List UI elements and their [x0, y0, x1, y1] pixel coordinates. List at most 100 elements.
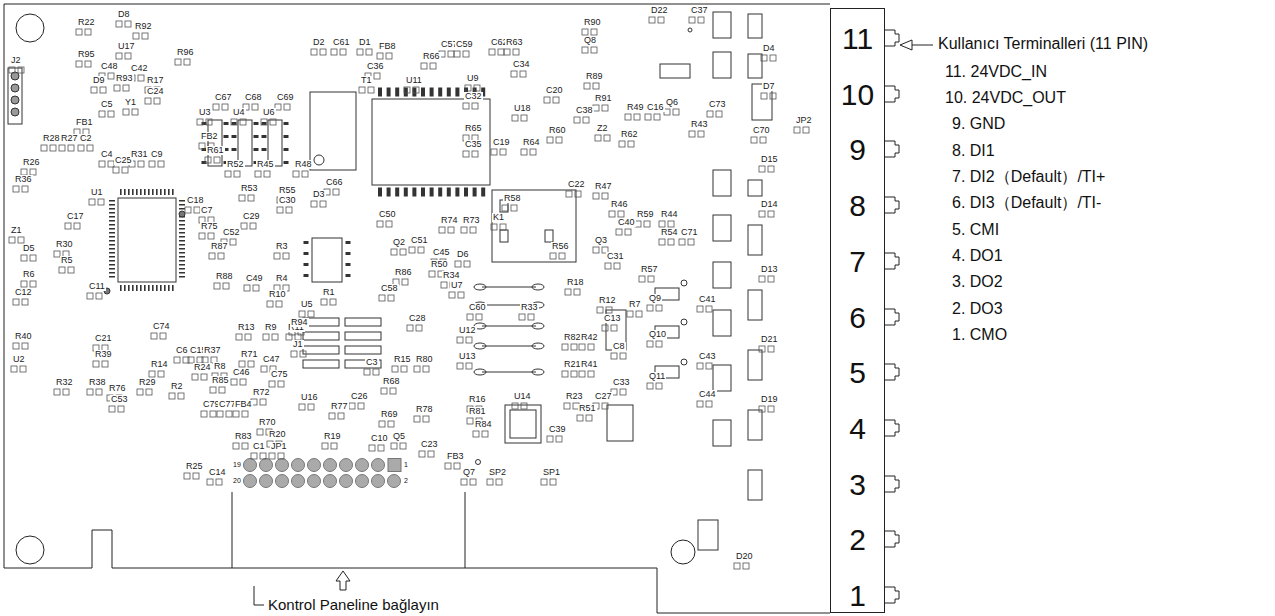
solder-pad: [574, 117, 580, 123]
solder-pad: [217, 411, 223, 417]
solder-pad: [457, 363, 463, 369]
component-ref: R56: [551, 242, 570, 251]
terminal-legend-text: 6. DI3（Default）/TI-: [952, 195, 1101, 211]
solder-pad: [369, 445, 375, 451]
solder-pad: [401, 366, 407, 372]
solder-pad: [611, 353, 617, 359]
component-ref: C75: [270, 370, 289, 379]
component-ref: R44: [660, 210, 679, 219]
pin-number: 4: [831, 412, 884, 446]
solder-pad: [373, 369, 379, 375]
solder-pad: [392, 366, 398, 372]
component-ref: U6: [262, 108, 276, 117]
component-ref: C59: [455, 40, 474, 49]
pcb-circle: [11, 84, 19, 92]
component-ref: D3: [312, 190, 326, 199]
solder-pad: [236, 334, 242, 340]
solder-pad: [445, 463, 451, 469]
component-ref: U9: [466, 74, 480, 83]
solder-pad: [113, 167, 119, 173]
component-ref: D9: [92, 76, 106, 85]
component-ref: R80: [415, 355, 434, 364]
solder-pad: [9, 237, 15, 243]
solder-pad: [628, 141, 634, 147]
component-ref: R96: [176, 48, 195, 57]
component-ref: R93: [115, 74, 134, 83]
solder-pad: [160, 333, 166, 339]
component-ref: R60: [548, 126, 567, 135]
component-ref: R65: [464, 124, 483, 133]
terminal-block: 1110987654321: [830, 8, 885, 613]
component-ref: C13: [603, 314, 622, 323]
solder-pad: [794, 127, 800, 133]
component-ref: R12: [598, 296, 617, 305]
solder-pad: [656, 383, 662, 389]
terminal-legend-text: 5. CMI: [952, 222, 999, 238]
solder-pad: [340, 49, 346, 55]
solder-pad: [464, 261, 470, 267]
component-ref: R4: [275, 274, 289, 283]
solder-pad: [429, 271, 435, 277]
component-ref: R7: [628, 300, 642, 309]
component-ref: C1: [252, 442, 266, 451]
terminal-tab: [885, 587, 899, 603]
component-ref: Q8: [583, 36, 597, 45]
solder-pad: [391, 443, 397, 449]
solder-pad: [386, 221, 392, 227]
pcb-rect: [713, 170, 731, 196]
solder-pad: [409, 247, 415, 253]
component-ref: D8: [117, 10, 131, 19]
component-ref: D5: [22, 244, 36, 253]
pcb-rect: [8, 68, 22, 124]
component-ref: R27: [60, 134, 79, 143]
component-ref: R15: [393, 355, 412, 364]
solder-pad: [768, 276, 774, 282]
solder-pad: [620, 389, 626, 395]
solder-pad: [209, 253, 215, 259]
component-ref: U11: [405, 76, 423, 85]
pin-number: 3: [831, 468, 884, 502]
component-ref: R32: [55, 378, 74, 387]
pcb-path: [254, 586, 264, 605]
pcb-path: [120, 192, 174, 288]
terminal-legend-text: 7. DI2（Default）/TI+: [952, 169, 1105, 185]
solder-pad: [13, 186, 19, 192]
pcb-circle: [324, 459, 337, 472]
solder-pad: [593, 247, 599, 253]
component-ref: U12: [458, 326, 477, 335]
solder-pad: [597, 307, 603, 313]
pcb-path: [378, 92, 488, 192]
solder-pad: [368, 87, 374, 93]
solder-pad: [706, 363, 712, 369]
pcb-rect: [748, 14, 762, 38]
pcb-rect: [492, 190, 576, 262]
solder-pad: [201, 374, 207, 380]
component-ref: U7: [450, 281, 464, 290]
solder-pad: [697, 306, 703, 312]
solder-pad: [649, 17, 655, 23]
solder-pad: [463, 51, 469, 57]
solder-pad: [583, 117, 589, 123]
component-ref: R19: [323, 432, 342, 441]
solder-pad: [544, 97, 550, 103]
solder-pad: [213, 104, 219, 110]
solder-pad: [511, 205, 517, 211]
solder-pad: [593, 105, 599, 111]
solder-pad: [579, 344, 585, 350]
solder-pad: [234, 171, 240, 177]
solder-pad: [556, 436, 562, 442]
component-ref: R41: [580, 360, 599, 369]
component-ref: R9: [264, 323, 278, 332]
solder-pad: [54, 389, 60, 395]
solder-pad: [359, 87, 365, 93]
solder-pad: [418, 247, 424, 253]
solder-pad: [291, 351, 297, 357]
component-ref: R42: [580, 333, 599, 342]
solder-pad: [216, 479, 222, 485]
solder-pad: [379, 295, 385, 301]
solder-pad: [22, 299, 28, 305]
solder-pad: [197, 119, 203, 125]
pcb-rect: [748, 180, 762, 196]
pcb-ellipse: [474, 369, 486, 375]
solder-pad: [9, 67, 15, 73]
